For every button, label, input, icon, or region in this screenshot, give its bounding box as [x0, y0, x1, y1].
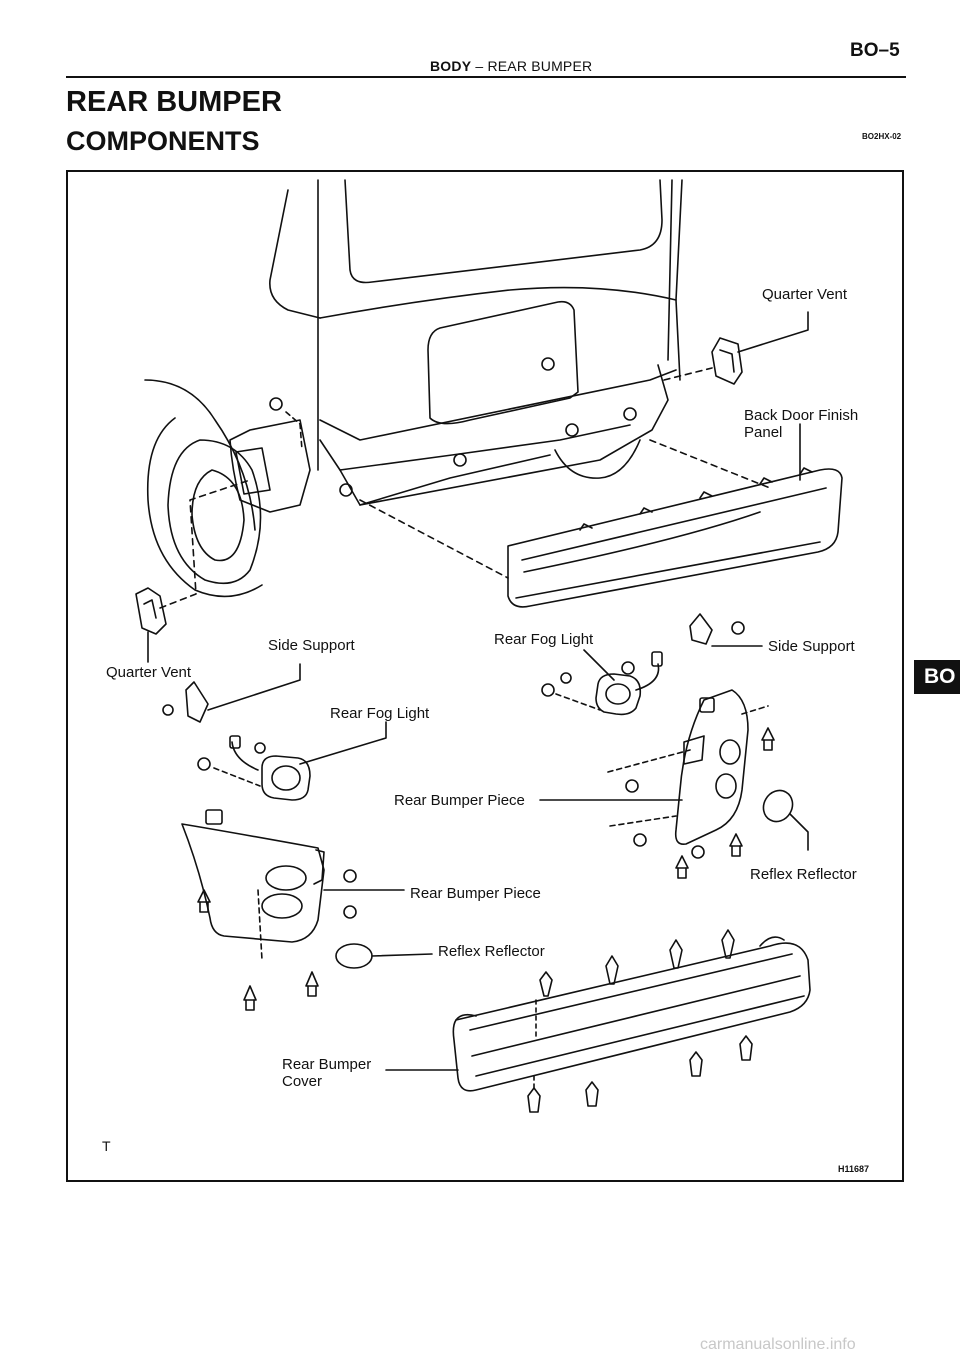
label-rear-fog-light-left: Rear Fog Light — [330, 705, 430, 722]
section-title: COMPONENTS — [66, 126, 260, 156]
label-reflex-reflector-left: Reflex Reflector — [438, 943, 545, 960]
vehicle-rear-body — [269, 179, 683, 506]
back-door-finish-panel — [507, 423, 843, 608]
label-quarter-vent-left: Quarter Vent — [106, 664, 192, 681]
label-rear-bumper-piece-left: Rear Bumper Piece — [410, 885, 541, 902]
label-reflex-reflector-right: Reflex Reflector — [750, 866, 857, 883]
header-section: BODY — [430, 58, 472, 74]
header-separator: – — [475, 58, 484, 74]
label-rear-fog-light-right: Rear Fog Light — [494, 631, 594, 648]
side-support-left — [162, 663, 301, 723]
label-rear-bumper-piece-right: Rear Bumper Piece — [394, 792, 525, 809]
header-subsection: REAR BUMPER — [487, 58, 593, 74]
rear-bumper-piece-right — [539, 689, 769, 859]
rear-bumper-piece-left — [181, 809, 405, 961]
doc-code: BO2HX-02 — [862, 132, 902, 141]
rear-wheel — [144, 379, 311, 598]
side-support-right — [689, 613, 763, 647]
figure-id: H11687 — [838, 1164, 870, 1174]
reflex-reflector-right — [762, 789, 809, 851]
rear-bumper-cover — [385, 936, 811, 1092]
label-side-support-left: Side Support — [268, 637, 355, 654]
quarter-vent-right — [711, 311, 809, 385]
label-back-door-finish-panel: Back Door Finish Panel — [744, 407, 859, 441]
running-header: BODY – REAR BUMPER — [430, 58, 592, 74]
rear-fog-light-left — [197, 721, 387, 801]
header-rule — [66, 76, 906, 78]
fasteners — [197, 357, 775, 1113]
corner-mark: T — [102, 1138, 111, 1154]
quarter-vent-left — [135, 587, 167, 663]
label-quarter-vent-right: Quarter Vent — [762, 286, 848, 303]
page-title: REAR BUMPER — [66, 86, 282, 118]
reflex-reflector-left — [335, 943, 433, 969]
rear-fog-light-right — [541, 649, 663, 716]
label-side-support-right: Side Support — [768, 638, 855, 655]
watermark: carmanualsonline.info — [700, 1336, 856, 1353]
page-number: BO–5 — [850, 40, 900, 61]
section-tab[interactable]: BO — [914, 660, 960, 694]
label-rear-bumper-cover: Rear Bumper Cover — [282, 1056, 372, 1090]
diagram-frame — [66, 170, 904, 1182]
